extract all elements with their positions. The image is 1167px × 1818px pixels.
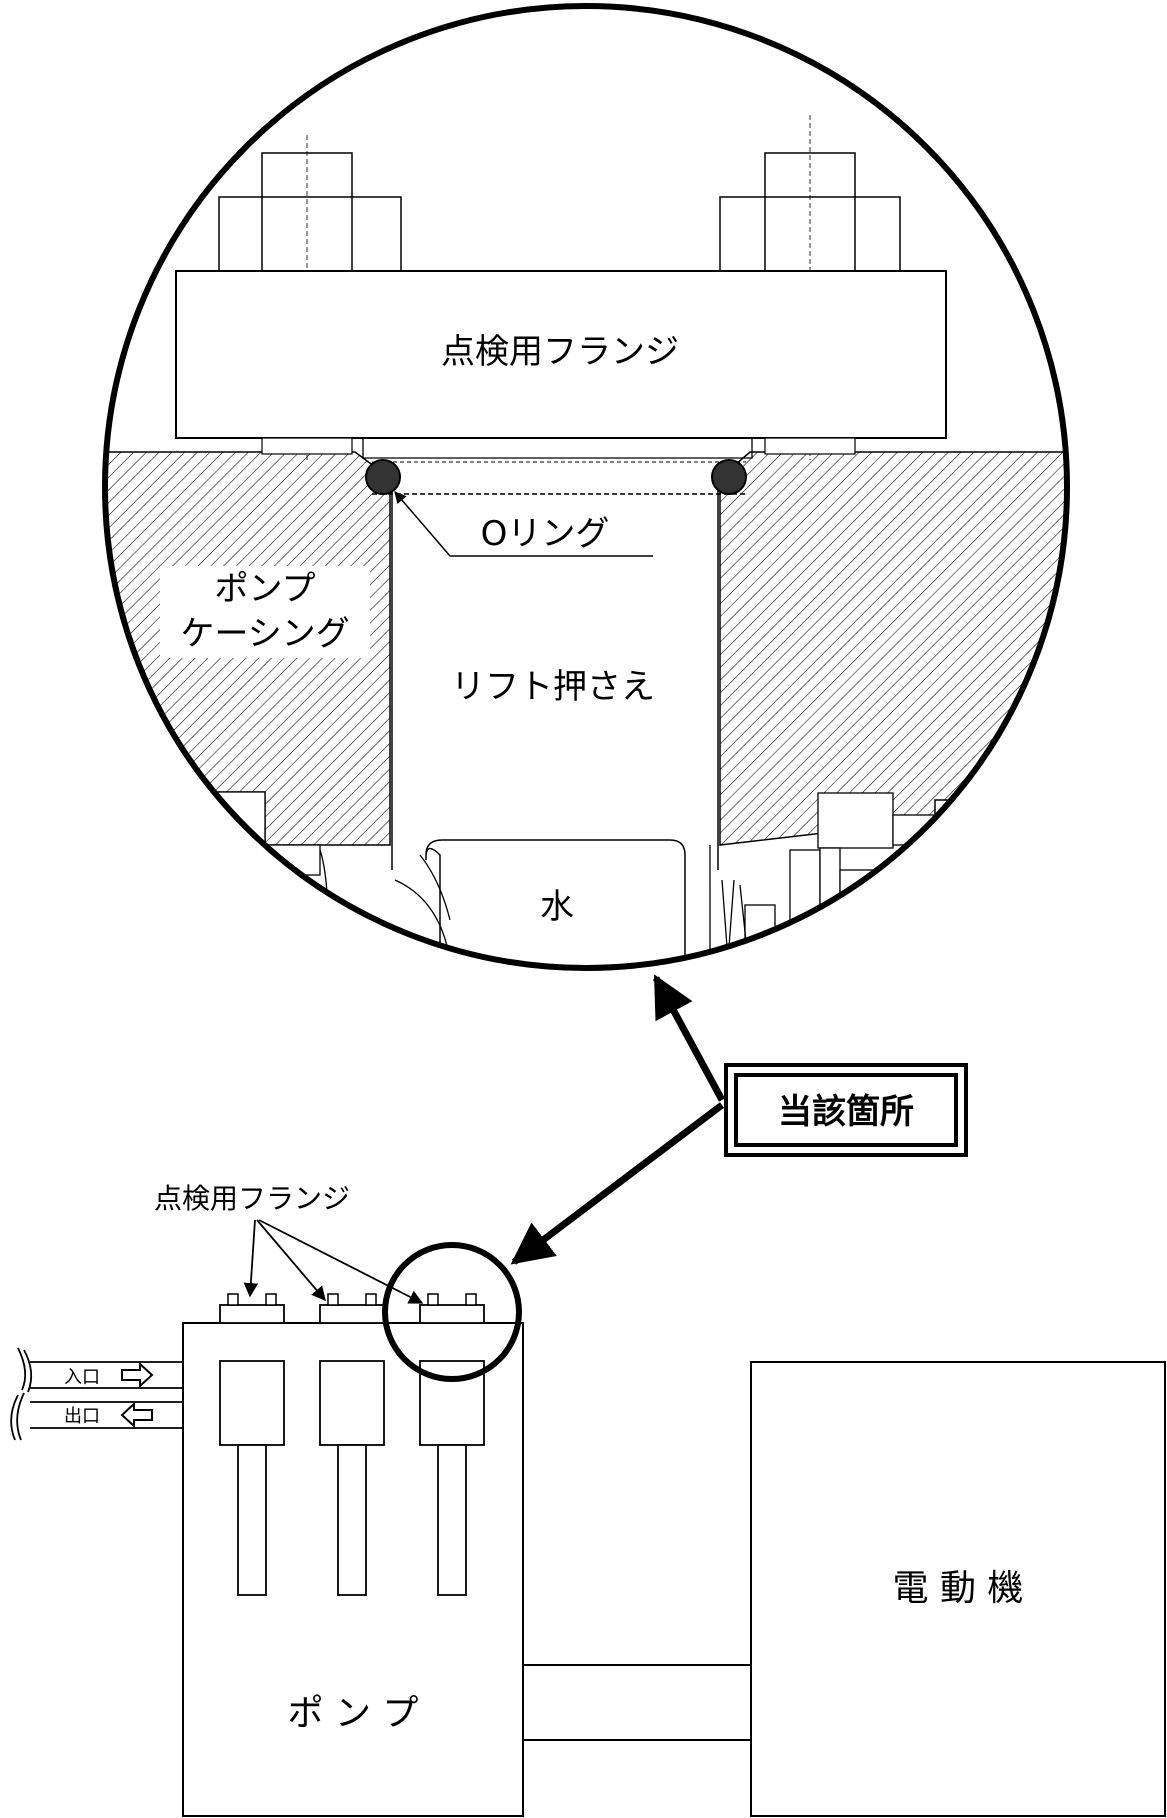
detail-circle-outline [102, 3, 1070, 971]
oring-leader [394, 491, 653, 557]
flange-3 [419, 1304, 485, 1324]
location-label: 当該箇所 [778, 1092, 914, 1132]
detail-view: 点検用フランジ Oリング ポンプ ケーシング リフト押さえ 水 [102, 3, 1070, 971]
casing-right-hatch [719, 451, 1067, 846]
location-callout: 当該箇所 [510, 974, 968, 1265]
water-label: 水 [540, 887, 574, 927]
callout-arrow-up [652, 974, 726, 1102]
oring-left [365, 459, 401, 495]
oring-label: Oリング [481, 514, 610, 554]
outlet-label: 出口 [64, 1406, 100, 1427]
flange-bolts [227, 1293, 477, 1306]
location-highlight-circle [382, 1242, 522, 1382]
inlet-arrow-icon [121, 1361, 154, 1389]
motor-label: 電 動 機 [893, 1568, 1024, 1609]
pump-cylinders [219, 1360, 485, 1596]
water-region [425, 839, 686, 960]
casing-label-line2: ケーシング [180, 614, 349, 654]
casing-label-bg [160, 566, 370, 658]
overview-view: 点検用フランジ [10, 1182, 1166, 1817]
callout-arrow-down [510, 1102, 725, 1265]
inlet-label: 入口 [64, 1367, 100, 1388]
pump-label: ポ ン プ [288, 1693, 419, 1734]
overview-flange-label: 点検用フランジ [154, 1182, 350, 1215]
lift-retainer-label: リフト押さえ [451, 667, 655, 707]
inspection-flange [175, 270, 947, 439]
motor-body [750, 1361, 1166, 1817]
oring-right [711, 459, 747, 495]
inlet-outlet-pipes [10, 1347, 183, 1441]
flange-leaders [243, 1219, 424, 1304]
flange-1 [219, 1304, 285, 1324]
outlet-arrow-icon [120, 1401, 153, 1429]
lift-retainer [391, 478, 719, 870]
casing-label-line1: ポンプ [215, 569, 316, 609]
flange-2 [319, 1304, 385, 1324]
bolt-left [218, 152, 402, 272]
detail-flange-label: 点検用フランジ [441, 332, 679, 372]
shaft [522, 1664, 752, 1741]
